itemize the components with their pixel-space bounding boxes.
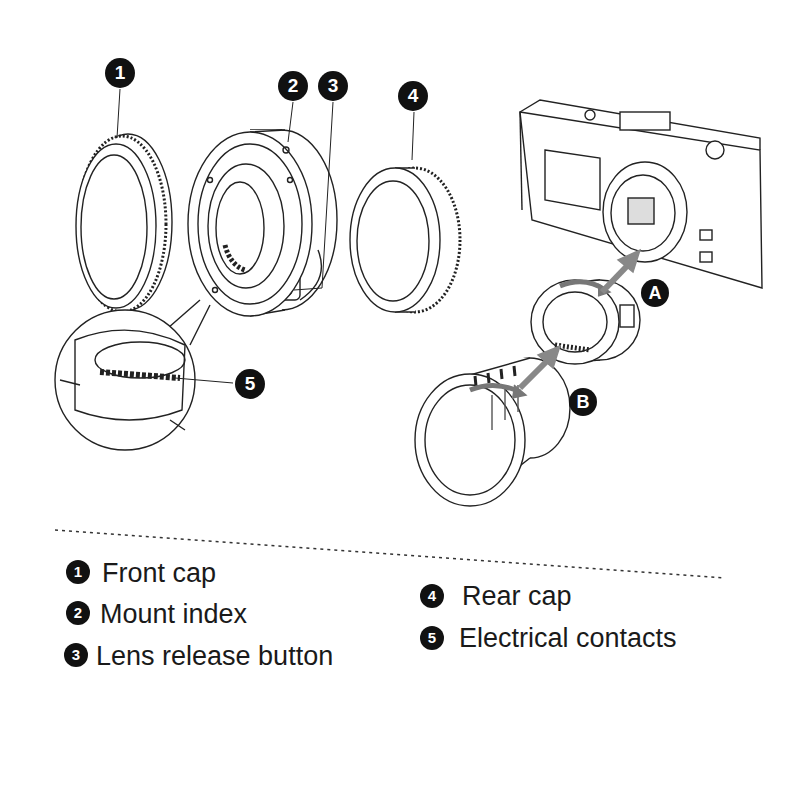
leader-lines <box>117 89 414 383</box>
callout-number: B <box>569 388 597 416</box>
legend-text: Lens release button <box>96 640 333 672</box>
contacts-detail <box>55 300 210 450</box>
callout-circles <box>64 58 669 667</box>
callout-number: 3 <box>64 643 88 667</box>
camera <box>520 100 762 288</box>
lens <box>415 358 570 506</box>
legend-text: Rear cap <box>462 580 572 612</box>
callout-number: 1 <box>66 560 90 584</box>
rear-cap <box>350 168 460 312</box>
callout-number: 5 <box>420 626 444 650</box>
callout-number: 5 <box>235 369 265 399</box>
assembly-arrows <box>520 250 640 388</box>
callout-number: 4 <box>420 584 444 608</box>
legend-text: Electrical contacts <box>459 622 677 654</box>
callout-number: 2 <box>66 601 90 625</box>
callout-number: A <box>641 279 669 307</box>
callout-number: 4 <box>398 81 428 111</box>
callout-number: 2 <box>278 71 308 101</box>
legend-text: Front cap <box>102 557 216 589</box>
callout-number: 1 <box>105 58 135 88</box>
front-cap <box>76 134 172 312</box>
callout-number: 3 <box>318 71 348 101</box>
legend-text: Mount index <box>100 598 247 630</box>
